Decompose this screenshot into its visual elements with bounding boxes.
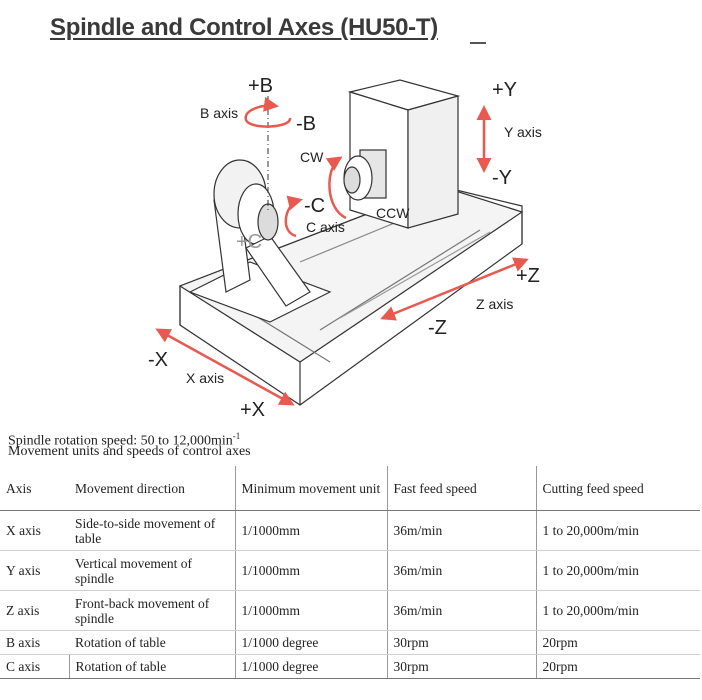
cell-direction: Vertical movement of spindle: [69, 550, 235, 591]
axis-arrows: [155, 96, 529, 406]
cell-fast-feed: 30rpm: [386, 630, 536, 655]
ccw-label: CCW: [376, 205, 410, 221]
cell-min-unit: 1/1000mm: [234, 510, 387, 551]
page-title: Spindle and Control Axes (HU50-T): [50, 14, 438, 41]
b-axis-label: B axis: [200, 105, 238, 121]
header-cutting-feed: Cutting feed speed: [535, 466, 700, 511]
z-minus-label: -Z: [428, 317, 447, 339]
header-axis: Axis: [0, 466, 69, 511]
cell-min-unit: 1/1000mm: [234, 590, 387, 631]
header-direction: Movement direction: [69, 466, 235, 511]
cell-axis: X axis: [0, 510, 69, 551]
table-row: X axis Side-to-side movement of table 1/…: [0, 510, 700, 551]
cell-cutting-feed: 1 to 20,000m/min: [535, 590, 700, 631]
cell-direction: Side-to-side movement of table: [69, 510, 235, 551]
y-minus-label: -Y: [492, 167, 512, 189]
spindle-speed-text: Spindle rotation speed: 50 to 12,000min: [8, 433, 233, 449]
cell-axis: Z axis: [0, 590, 69, 631]
cell-direction: Front-back movement of spindle: [69, 590, 235, 631]
cell-fast-feed: 36m/min: [386, 550, 536, 591]
tilt-table: [188, 159, 332, 323]
cell-fast-feed: 36m/min: [386, 590, 536, 631]
x-axis-label: X axis: [186, 370, 224, 386]
cell-cutting-feed: 20rpm: [535, 630, 700, 655]
y-axis-label: Y axis: [504, 124, 542, 140]
spindle-speed-note: Spindle rotation speed: 50 to 12,000min-…: [8, 428, 240, 450]
x-plus-label: +X: [240, 399, 265, 421]
header-fast-feed: Fast feed speed: [386, 466, 536, 511]
title-rule: [470, 42, 486, 44]
b-minus-label: -B: [296, 113, 316, 135]
table-row: Z axis Front-back movement of spindle 1/…: [0, 590, 700, 631]
x-minus-label: -X: [148, 349, 168, 371]
table-row: Y axis Vertical movement of spindle 1/10…: [0, 550, 700, 591]
z-plus-label: +Z: [516, 265, 540, 287]
cell-direction: Rotation of table: [69, 630, 235, 655]
axes-table: Axis Movement direction Minimum movement…: [0, 466, 700, 679]
cell-fast-feed: 36m/min: [386, 510, 536, 551]
spindle-speed-sup: -1: [232, 431, 241, 441]
machine-axes-diagram: +B -B B axis CW CCW -C +C C axis +Y -Y Y…: [148, 75, 542, 421]
cell-direction: Rotation of table: [68, 654, 235, 679]
cell-axis: B axis: [0, 630, 69, 655]
cell-cutting-feed: 1 to 20,000m/min: [535, 510, 700, 551]
cell-cutting-feed: 1 to 20,000m/min: [535, 550, 700, 591]
cell-min-unit: 1/1000 degree: [234, 654, 387, 679]
cell-min-unit: 1/1000 degree: [234, 630, 387, 655]
header-min-unit: Minimum movement unit: [234, 466, 387, 511]
table-row: C axis Rotation of table 1/1000 degree 3…: [0, 654, 700, 679]
cell-fast-feed: 30rpm: [386, 654, 536, 679]
spindle-column: [343, 79, 461, 229]
cell-axis: C axis: [0, 654, 69, 679]
c-minus-label: -C: [304, 195, 325, 217]
z-axis-label: Z axis: [476, 296, 513, 312]
cell-cutting-feed: 20rpm: [535, 654, 700, 679]
cell-axis: Y axis: [0, 550, 69, 591]
cell-min-unit: 1/1000mm: [234, 550, 387, 591]
cw-label: CW: [300, 149, 324, 165]
c-plus-label: +C: [236, 231, 262, 253]
table-row: B axis Rotation of table 1/1000 degree 3…: [0, 630, 700, 655]
y-plus-label: +Y: [492, 79, 517, 101]
c-axis-label: C axis: [306, 219, 345, 235]
table-header-row: Axis Movement direction Minimum movement…: [0, 466, 700, 511]
b-plus-label: +B: [248, 75, 273, 97]
movement-units-note: Movement units and speeds of control axe…: [8, 444, 251, 459]
